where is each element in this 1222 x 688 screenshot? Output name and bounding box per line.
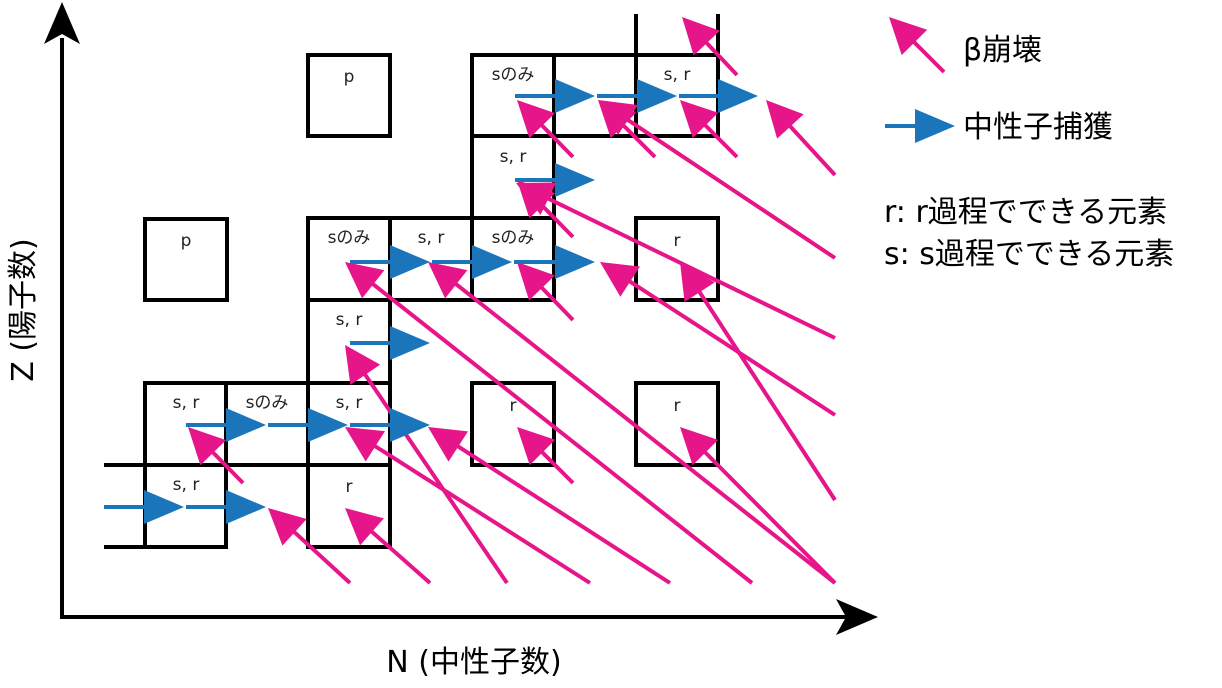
neutron-capture-arrow xyxy=(515,79,595,113)
legend-neutron-capture-icon xyxy=(885,109,955,143)
beta-decay-arrow xyxy=(598,100,837,260)
beta-decay-arrow xyxy=(345,345,509,585)
beta-decay-arrow xyxy=(268,508,352,585)
legend-beta-decay-icon xyxy=(889,17,946,74)
cell-p-left xyxy=(143,217,229,302)
label-r3-c6: sのみ xyxy=(492,228,535,248)
x-axis-label: N (中性子数) xyxy=(386,645,561,680)
beta-decay-arrow xyxy=(680,262,837,502)
label-r5-c6: r xyxy=(510,396,517,416)
cell-r5-c6 xyxy=(470,381,556,467)
neutron-capture-arrow xyxy=(514,245,595,279)
label-r2-c6: s, r xyxy=(500,147,527,167)
beta-decay-arrow xyxy=(766,100,837,177)
label-r5-c2: s, r xyxy=(173,393,200,413)
label-r3-c4: sのみ xyxy=(328,228,371,248)
cell-labels: p p sのみ s, r s, r sのみ s, r sのみ r s, r s,… xyxy=(173,65,691,497)
label-r1-c6: sのみ xyxy=(492,65,535,85)
beta-decay-arrow xyxy=(600,262,837,417)
neutron-capture-arrow xyxy=(186,408,266,442)
beta-decay-arrows xyxy=(188,17,837,585)
legend: β崩壊 中性子捕獲 r: r過程でできる元素 s: s過程でできる元素 xyxy=(884,17,1174,272)
neutron-capture-arrows xyxy=(104,79,758,524)
label-r4-c4: s, r xyxy=(336,310,363,330)
beta-decay-arrow xyxy=(345,427,592,585)
cell-r3-c8 xyxy=(634,216,720,302)
beta-decay-arrow xyxy=(517,100,575,159)
neutron-capture-arrow xyxy=(268,408,348,442)
beta-decay-arrow xyxy=(682,17,739,77)
y-axis-label: Z (陽子数) xyxy=(6,238,41,382)
neutron-capture-arrow xyxy=(432,245,512,279)
label-p-top: p xyxy=(344,67,355,87)
legend-neutron-capture-label: 中性子捕獲 xyxy=(963,110,1113,145)
beta-decay-arrow xyxy=(428,427,672,585)
beta-decay-arrow xyxy=(516,182,836,340)
neutron-capture-arrow xyxy=(597,79,677,113)
beta-decay-arrow xyxy=(680,100,739,159)
beta-decay-arrow xyxy=(428,262,837,585)
label-r5-c3: sのみ xyxy=(246,393,289,413)
legend-r-process-note: r: r過程でできる元素 xyxy=(884,195,1167,230)
beta-decay-arrow xyxy=(188,427,245,485)
cell-p-top xyxy=(306,53,392,138)
neutron-capture-arrow xyxy=(350,408,430,442)
label-r1-c8: s, r xyxy=(664,65,691,85)
neutron-capture-arrow xyxy=(515,163,595,197)
neutron-capture-arrow xyxy=(104,490,184,524)
label-r5-c4: s, r xyxy=(336,393,363,413)
axes xyxy=(44,2,878,635)
beta-decay-arrow-icon xyxy=(889,17,946,74)
legend-s-process-note: s: s過程でできる元素 xyxy=(884,237,1174,272)
neutron-capture-arrow-icon xyxy=(885,109,955,143)
beta-decay-arrow xyxy=(517,262,575,322)
label-r6-c2: s, r xyxy=(173,475,200,495)
label-r5-c8: r xyxy=(674,396,681,416)
beta-decay-arrow xyxy=(345,508,432,585)
x-axis-arrowhead xyxy=(836,599,878,635)
neutron-capture-arrow xyxy=(350,245,430,279)
label-r3-c5: s, r xyxy=(418,228,445,248)
label-r6-c4: r xyxy=(346,477,353,497)
beta-decay-arrow xyxy=(345,262,754,585)
neutron-capture-arrow xyxy=(186,490,266,524)
label-p-left: p xyxy=(181,231,192,251)
y-axis-arrowhead xyxy=(44,2,80,44)
beta-decay-arrow xyxy=(680,427,837,585)
neutron-capture-arrow xyxy=(679,79,758,113)
neutron-capture-arrow xyxy=(350,326,430,360)
beta-decay-arrow xyxy=(517,427,575,485)
label-r3-c8: r xyxy=(674,231,681,251)
legend-beta-decay-label: β崩壊 xyxy=(963,33,1042,68)
